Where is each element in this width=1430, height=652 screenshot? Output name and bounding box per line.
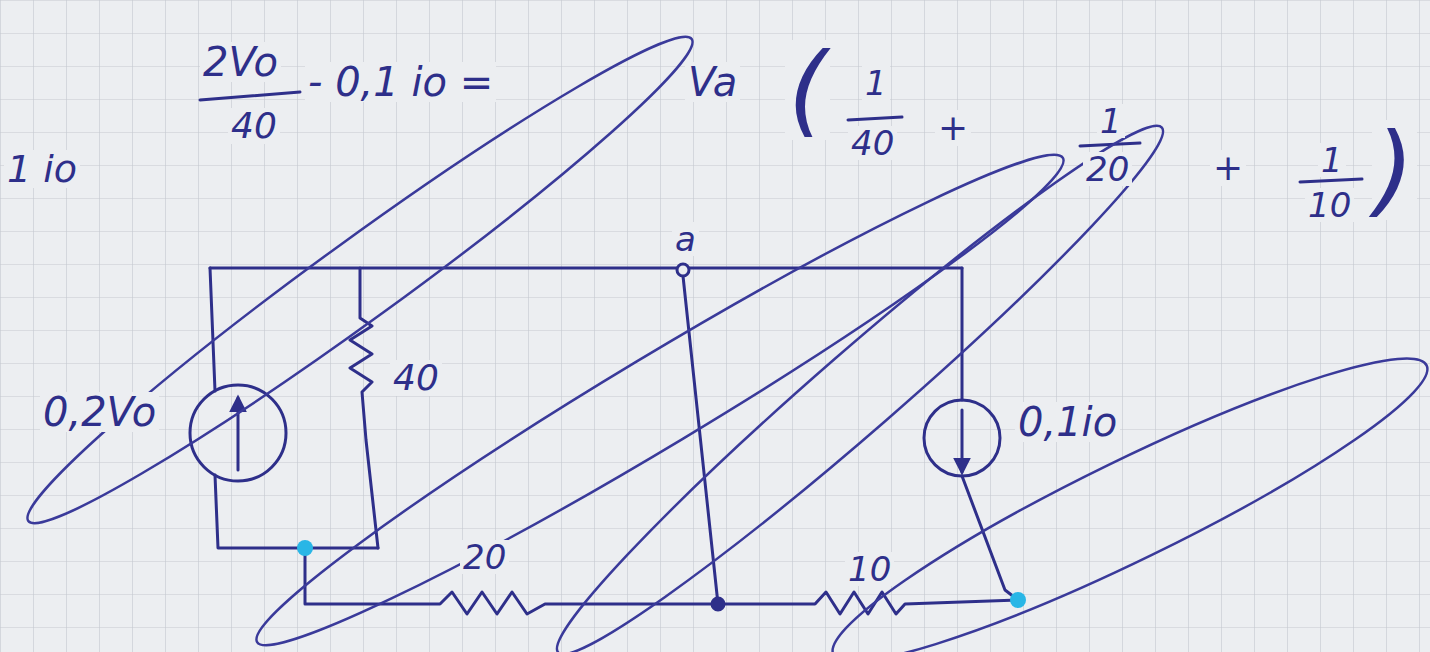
wire [215,475,378,548]
handwritten-label: - 0,1 io = [305,62,496,102]
handwritten-label: Va [685,62,740,102]
current-source-symbol [924,400,1000,476]
fraction-bar [848,117,902,120]
handwritten-label: 1 [1097,104,1125,138]
source-arrow [237,398,240,470]
current-source-symbol [190,385,286,481]
handwritten-label: 1 [1318,143,1346,177]
node-dot [712,598,724,610]
scribble [234,119,1086,652]
handwritten-label: 10 [845,552,894,586]
handwritten-label: 2Vo [200,42,281,82]
fraction-bar [1300,179,1362,182]
handwritten-label: 40 [848,126,897,160]
wire [961,268,964,400]
wire [210,268,215,391]
handwritten-label: 40 [390,360,442,396]
handwritten-label: + [935,110,971,146]
handwritten-label: a [672,222,699,256]
handwritten-label: ) [1372,120,1417,220]
wire [210,267,962,270]
highlight-dot [297,540,313,556]
handwritten-label: ( [785,40,830,140]
handwritten-label: 20 [1083,152,1132,186]
node-dot [677,264,689,276]
handwritten-label: + [1210,150,1246,186]
scribble [532,97,1188,652]
handwritten-label: 0,1io [1015,402,1120,442]
scribble [811,320,1430,652]
handwritten-label: 20 [460,540,509,574]
handwritten-label: 10 [1305,188,1354,222]
source-arrow [961,410,964,472]
handwritten-label: 1 io [4,150,80,188]
resistor-symbol [718,592,1018,614]
resistor-symbol [350,268,378,548]
fraction-bar [200,92,300,100]
handwritten-label: 0,2Vo [40,392,159,432]
handwritten-label: 40 [228,108,280,144]
scribble [5,7,715,554]
handwritten-label: 1 [862,66,890,100]
highlight-dot [1010,592,1026,608]
